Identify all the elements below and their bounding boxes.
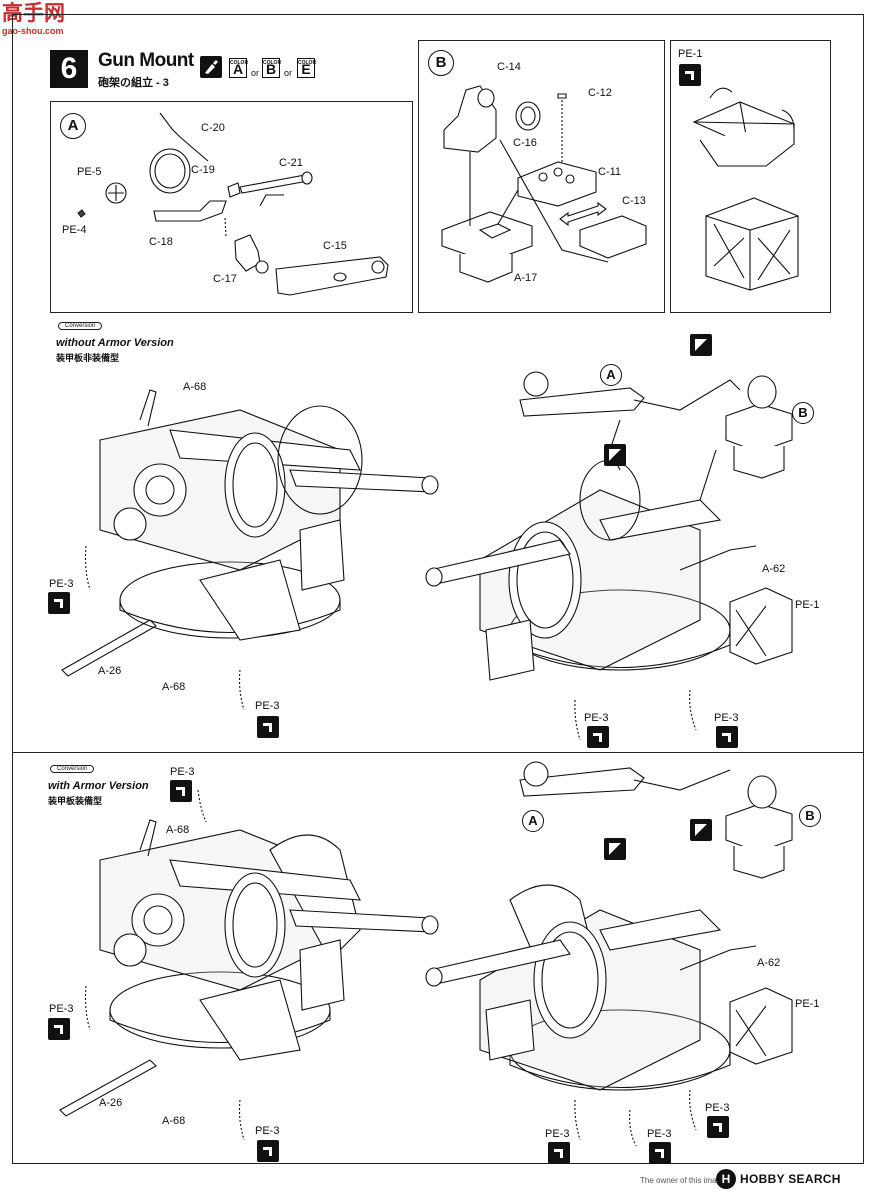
part-label: C-16 [513,137,537,149]
watermark-url: gao-shou.com [2,26,64,36]
part-label: A-62 [762,563,786,575]
or-text: or [251,68,260,78]
part-label: A-26 [99,1097,123,1109]
bend-icon [649,1142,671,1164]
part-label: PE-3 [647,1128,672,1140]
subassembly-panel-pe1 [670,40,831,313]
part-label: C-12 [588,87,612,99]
bend-icon [587,726,609,748]
part-label: A-68 [166,824,190,836]
section-subheading: 装甲板非装備型 [56,353,120,363]
paint-brush-icon [200,56,222,78]
assembly-marker-b: B [792,402,814,424]
part-label: PE-3 [255,700,280,712]
part-label: A-68 [162,1115,186,1127]
part-label: A-26 [98,665,122,677]
assembly-drawing-with-armor [59,761,793,1147]
watermark-logo: 高手网 gao-shou.com [2,2,72,36]
section-subheading: 装甲板装備型 [48,796,103,806]
part-label: C-17 [213,273,237,285]
part-label: C-14 [497,61,521,73]
bend-icon [604,444,626,466]
part-label: PE-3 [714,712,739,724]
bend-icon [257,716,279,738]
assembly-marker-a: A [522,810,544,832]
part-label: PE-1 [795,599,820,611]
part-label: PE-3 [49,578,74,590]
part-label: C-19 [191,164,215,176]
part-label: PE-4 [62,224,87,236]
part-label: PE-5 [77,166,102,178]
or-text: or [284,68,293,78]
section-heading: with Armor Version [48,780,149,792]
part-label: A-17 [514,272,538,284]
part-label: PE-3 [255,1125,280,1137]
hobby-search-logo: H [716,1169,736,1189]
bend-icon [707,1116,729,1138]
part-label: A-68 [183,381,207,393]
part-label: C-20 [201,122,225,134]
part-label: C-13 [622,195,646,207]
page-frame-top [12,14,864,15]
panel-b-drawing [441,85,647,283]
bend-icon [690,819,712,841]
page-frame [12,14,864,1164]
bend-icon [604,838,626,860]
footer-brand: HOBBY SEARCH [740,1172,841,1186]
bend-icon [48,1018,70,1040]
conversion-tag: Conversion [58,322,103,330]
part-label: C-18 [149,236,173,248]
watermark-chars: 高手网 [2,1,65,25]
assembly-drawing-without-armor [61,371,793,741]
subassembly-panel-b [418,40,665,313]
panel-b-marker: B [428,50,454,76]
bend-icon [170,780,192,802]
bend-icon [716,726,738,748]
part-label: C-15 [323,240,347,252]
bend-icon [690,334,712,356]
pe1-fold-drawing [692,87,799,291]
part-label: PE-3 [49,1003,74,1015]
bend-icon [257,1140,279,1162]
bend-icon [679,64,701,86]
part-label: A-68 [162,681,186,693]
bend-icon [548,1142,570,1164]
step-title: Gun Mount [98,50,194,71]
step-number: 6 [50,50,88,88]
subassembly-panel-a [50,101,413,313]
conversion-tag: Conversion [50,765,95,773]
part-label: C-21 [279,157,303,169]
part-label: PE-3 [584,712,609,724]
part-label: PE-3 [705,1102,730,1114]
panel-a-marker: A [60,113,86,139]
bend-icon [48,592,70,614]
panel-a-drawing [77,112,389,296]
part-label: A-62 [757,957,781,969]
part-label: PE-3 [545,1128,570,1140]
section-divider [12,752,864,753]
assembly-marker-a: A [600,364,622,386]
section-heading: without Armor Version [56,337,174,349]
step-subtitle: 砲架の組立 - 3 [98,77,169,89]
part-label: C-11 [598,166,622,178]
part-label: PE-1 [678,48,703,60]
assembly-marker-b: B [799,805,821,827]
part-label: PE-3 [170,766,195,778]
part-label: PE-1 [795,998,820,1010]
footer-credit: The owner of this image is [640,1176,734,1185]
